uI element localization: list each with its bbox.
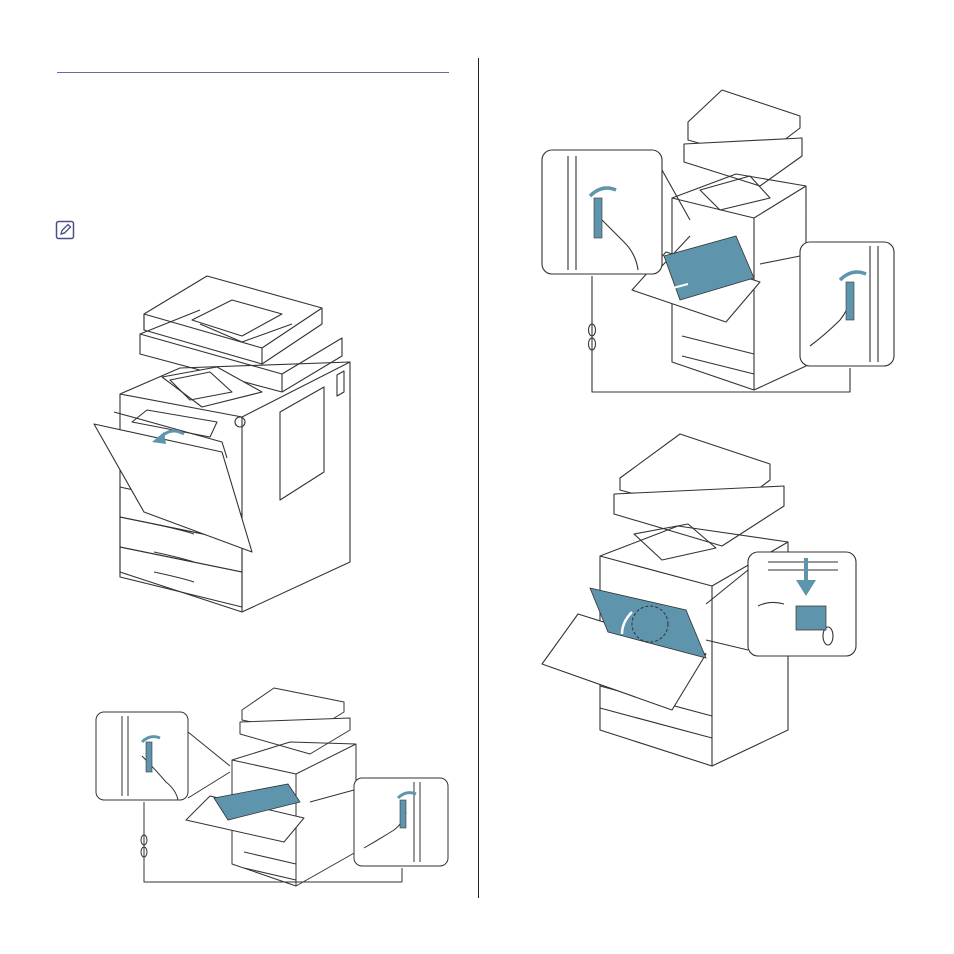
printer-waste-container-removal-illustration [538, 430, 860, 770]
note-pencil-icon [55, 220, 75, 240]
figure-lift-levers-large [540, 86, 898, 398]
figure-open-front-door [92, 272, 357, 617]
printer-waste-toner-removal-illustration [94, 672, 452, 890]
figure-lift-levers-small [94, 672, 452, 890]
printer-front-door-open-illustration [92, 272, 357, 617]
printer-waste-toner-removal-illustration-large [540, 86, 898, 398]
column-divider [478, 58, 479, 898]
figure-remove-waste-container [538, 430, 860, 770]
section-rule [57, 72, 449, 73]
